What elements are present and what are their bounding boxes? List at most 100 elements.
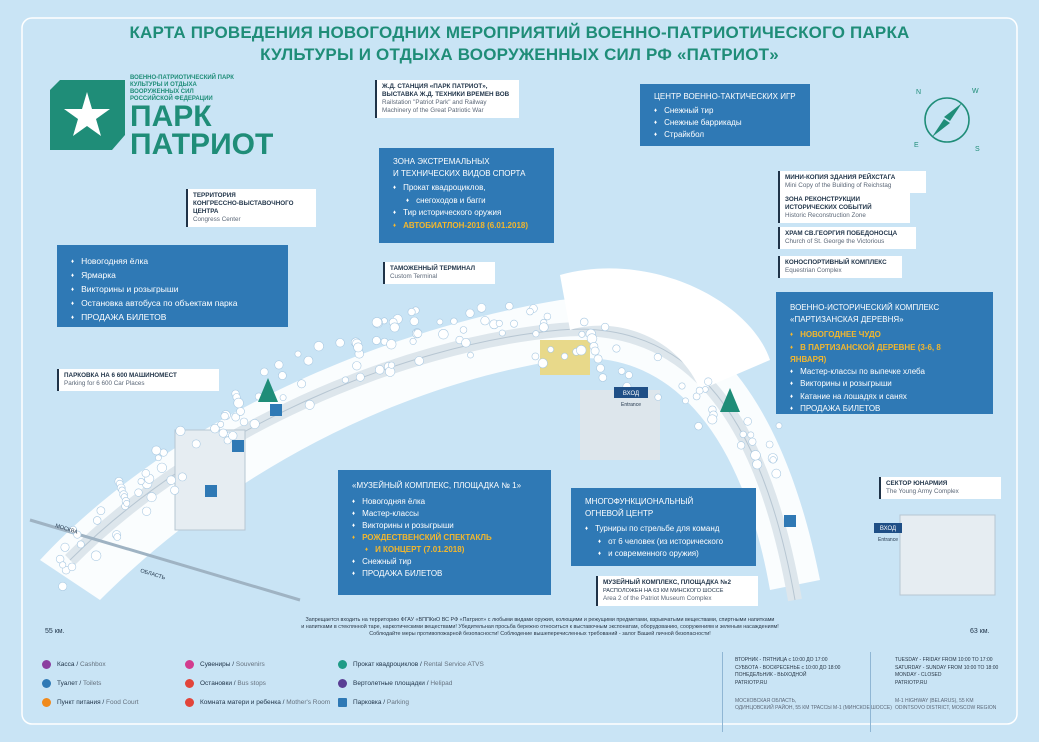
panel-main-area: Новогодняя ёлка Ярмарка Викторины и розы…: [57, 245, 288, 327]
legend-label-en: Souvenirs: [235, 661, 265, 669]
address-line: M-1 HIGHWAY (BELARUS), 55 KM: [895, 698, 974, 704]
panel-museum-item: Мастер-классы: [352, 508, 537, 520]
logo-name-line2: ПАТРИОТ: [130, 128, 274, 161]
forest-tree: [353, 342, 364, 353]
forest-tree: [532, 330, 540, 338]
map-title-line1: КАРТА ПРОВЕДЕНИЯ НОВОГОДНИХ МЕРОПРИЯТИЙ …: [129, 23, 910, 42]
star-emblem-icon: [50, 80, 125, 150]
forest-tree: [175, 425, 186, 436]
panel-extreme-highlight: АВТОБИАТЛОН-2018 (6.01.2018): [393, 220, 540, 233]
panel-fire-center: МНОГОФУНКЦИОНАЛЬНЫЙ ОГНЕВОЙ ЦЕНТР Турнир…: [571, 488, 756, 566]
label-museum-area2: МУЗЕЙНЫЙ КОМПЛЕКС, ПЛОЩАДКА №2 РАСПОЛОЖЕ…: [596, 576, 758, 606]
address-ru: МОСКОВСКАЯ ОБЛАСТЬ, ОДИНЦОВСКИЙ РАЙОН, 5…: [735, 698, 892, 712]
address-line: ODINTSOVO DISTRICT, MOSCOW REGION: [895, 705, 997, 711]
panel-partisan-highlight: НОВОГОДНЕЕ ЧУДО: [790, 329, 979, 342]
parking-icon: [232, 440, 244, 452]
label-yunarmia-en: The Young Army Complex: [886, 488, 959, 495]
museum-building: [580, 390, 660, 460]
label-congress-ru: ТЕРРИТОРИЯ: [193, 192, 236, 199]
label-customs-ru: ТАМОЖЕННЫЙ ТЕРМИНАЛ: [390, 265, 476, 272]
map-title: КАРТА ПРОВЕДЕНИЯ НОВОГОДНИХ МЕРОПРИЯТИЙ …: [0, 22, 1039, 66]
legend-label: Пункт питания: [57, 699, 101, 707]
website-link[interactable]: PATRIOTP.RU: [735, 679, 768, 686]
label-railstation: Ж.Д. СТАНЦИЯ «ПАРК ПАТРИОТ», ВЫСТАВКА Ж.…: [375, 80, 519, 118]
label-railstation-ru: ВЫСТАВКА Ж.Д. ТЕХНИКИ ВРЕМЕН ВОВ: [382, 91, 510, 98]
forest-tree: [414, 356, 424, 366]
legend-label: Сувениры: [200, 661, 231, 669]
panel-extreme-title: И ТЕХНИЧЕСКИХ ВИДОВ СПОРТА: [393, 168, 526, 178]
forest-tree: [177, 472, 187, 482]
legend-label-en: Food Court: [106, 699, 139, 707]
legend-column-3: Прокат квадроциклов / Rental Service ATV…: [338, 660, 484, 717]
forest-tree: [67, 562, 77, 572]
forest-tree: [387, 361, 395, 369]
panel-partisan-title: ВОЕННО-ИСТОРИЧЕСКИЙ КОМПЛЕКС: [790, 303, 940, 312]
forest-tree: [461, 338, 471, 348]
forest-tree: [654, 393, 662, 401]
logo-subtitle-line: РОССИЙСКОЙ ФЕДЕРАЦИИ: [130, 96, 213, 102]
forest-tree: [495, 319, 503, 327]
forest-tree: [156, 462, 167, 473]
panel-museum-complex: «МУЗЕЙНЫЙ КОМПЛЕКС, ПЛОЩАДКА № 1» Нового…: [338, 470, 551, 595]
forest-tree: [386, 339, 397, 350]
panel-main-item: Новогодняя ёлка: [71, 255, 274, 269]
forest-tree: [579, 317, 589, 327]
panel-museum-highlight: И КОНЦЕРТ (7.01.2018): [352, 544, 537, 556]
forest-tree: [279, 394, 287, 401]
label-equestrian-ru: КОНОСПОРТИВНЫЙ КОМПЛЕКС: [785, 259, 887, 266]
compass-n: N: [916, 89, 921, 96]
forest-tree: [355, 372, 365, 382]
forest-tree: [113, 533, 122, 541]
forest-tree: [653, 353, 662, 362]
forest-tree: [142, 506, 152, 516]
panel-partisan-title: «ПАРТИЗАНСКАЯ ДЕРЕВНЯ»: [790, 314, 904, 324]
forest-tree: [480, 316, 490, 326]
label-customs-en: Custom Terminal: [390, 273, 438, 280]
logo-subtitle-line: ВООРУЖЕННЫХ СИЛ: [130, 89, 194, 95]
forest-tree: [498, 329, 506, 337]
forest-tree: [335, 338, 345, 348]
panel-fire-title: МНОГОФУНКЦИОНАЛЬНЫЙ: [585, 497, 694, 506]
forest-tree: [371, 317, 383, 328]
panel-main-item: ПРОДАЖА БИЛЕТОВ: [71, 311, 274, 325]
forest-tree: [236, 407, 245, 416]
footer-divider: [722, 652, 723, 732]
forest-tree: [750, 450, 761, 461]
forest-tree: [526, 307, 534, 316]
label-reconstruction: ЗОНА РЕКОНСТРУКЦИИ ИСТОРИЧЕСКИХ СОБЫТИЙ …: [778, 193, 910, 223]
panel-partisan-item: ПРОДАЖА БИЛЕТОВ: [790, 403, 979, 416]
forest-tree: [389, 322, 400, 333]
panel-museum-item: Новогодняя ёлка: [352, 496, 537, 508]
legend-label-en: Parking: [386, 699, 409, 707]
forest-tree: [137, 477, 145, 485]
label-parking-ru: ПАРКОВКА НА 6 600 МАШИНОМЕСТ: [64, 372, 177, 379]
footer-divider: [870, 652, 871, 732]
toilet-icon: [42, 679, 51, 688]
label-customs: ТАМОЖЕННЫЙ ТЕРМИНАЛ Custom Terminal: [383, 262, 495, 284]
legend-column-1: Касса / Cashbox Туалет / Toilets Пункт п…: [42, 660, 139, 717]
hours-line: ВТОРНИК - ПЯТНИЦА с 10:00 ДО 17:00: [735, 657, 828, 663]
forest-tree: [625, 371, 633, 379]
forest-tree: [141, 469, 151, 478]
forest-tree: [69, 525, 77, 534]
legend-item: Пункт питания / Food Court: [42, 698, 139, 717]
forest-tree: [303, 355, 314, 366]
forest-tree: [678, 382, 686, 390]
forest-tree: [58, 581, 68, 591]
cashbox-icon: [42, 660, 51, 669]
label-reichstag: МИНИ-КОПИЯ ЗДАНИЯ РЕЙХСТАГА Mini Copy of…: [778, 171, 926, 193]
forest-tree: [375, 365, 385, 375]
forest-tree: [505, 302, 514, 311]
forest-tree: [596, 363, 605, 373]
forest-tree: [682, 397, 689, 405]
label-church-en: Church of St. George the Victorious: [785, 238, 885, 245]
parking-icon: [784, 515, 796, 527]
website-link[interactable]: PATRIOTP.RU: [895, 679, 928, 686]
legend-label: Вертолетные площадки: [353, 680, 425, 688]
panel-extreme-item: Тир исторического оружия: [393, 207, 540, 220]
forest-tree: [313, 341, 324, 352]
label-church-ru: ХРАМ СВ.ГЕОРГИЯ ПОБЕДОНОСЦА: [785, 230, 898, 237]
safety-notice-line: Соблюдайте меры противопожарной безопасн…: [369, 631, 711, 637]
label-museum-area2-ru: РАСПОЛОЖЕН НА 63 КМ МИНСКОГО ШОССЕ: [603, 588, 724, 594]
panel-museum-list: Новогодняя ёлка Мастер-классы Викторины …: [352, 496, 537, 580]
